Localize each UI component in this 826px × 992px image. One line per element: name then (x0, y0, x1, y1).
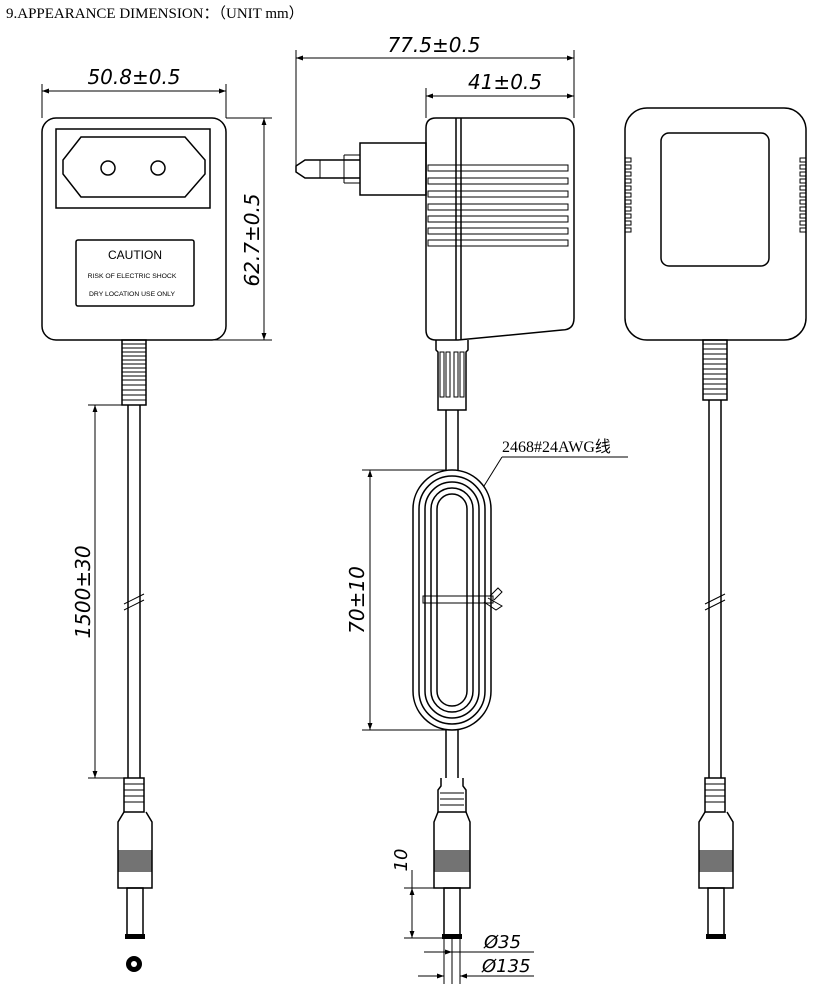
socket-frame (55, 128, 211, 209)
side-view-body (425, 117, 575, 341)
plug-prong-pin (295, 159, 360, 179)
caution-heading: CAUTION (108, 248, 162, 262)
dim-width: 50.8±0.5 (87, 65, 180, 89)
dim-outer-diameter: Ø135 (481, 956, 531, 977)
back-view-label-area (660, 132, 770, 267)
back-view (624, 107, 807, 939)
side-view: 77.5±0.5 41±0.5 2468#24AWG线 70±10 10 Ø35… (295, 33, 628, 984)
side-ribs-left (624, 157, 632, 233)
caution-label-box (75, 239, 195, 307)
dim-cable-length: 1500±30 (71, 545, 95, 638)
dim-inner-diameter: Ø35 (483, 932, 521, 953)
dim-coil-length: 70±10 (345, 566, 369, 634)
socket-hole-right (150, 160, 166, 176)
caution-line-2: DRY LOCATION USE ONLY (89, 291, 175, 298)
dc-plug-barrel-side (443, 887, 461, 939)
back-view-body (624, 107, 807, 341)
euro-socket-outline (62, 136, 206, 198)
dim-total-depth: 77.5±0.5 (387, 33, 480, 57)
strain-relief-back (702, 339, 728, 401)
side-ribs-right (799, 157, 807, 233)
coiled-cable (412, 469, 492, 731)
grip-texture-side (434, 850, 470, 872)
plug-prong-base (359, 142, 427, 196)
front-view: CAUTION RISK OF ELECTRIC SHOCK DRY LOCAT… (41, 65, 272, 972)
dc-plug-barrel-back (707, 887, 725, 939)
caution-line-1: RISK OF ELECTRIC SHOCK (88, 273, 177, 280)
socket-hole-left (100, 160, 116, 176)
dc-plug-barrel-front (126, 887, 144, 939)
dc-plug-collar-back (704, 777, 726, 813)
grip-texture-front (118, 850, 152, 872)
page-title: 9.APPEARANCE DIMENSION：（UNIT mm） (6, 6, 304, 22)
dim-body-depth: 41±0.5 (468, 70, 542, 94)
cable-spec-label: 2468#24AWG线 (502, 438, 611, 456)
vent-slots (427, 164, 569, 247)
dim-plug-length: 10 (391, 849, 412, 872)
dc-plug-collar-front (123, 777, 145, 813)
cable-tie (422, 595, 494, 604)
dim-height: 62.7±0.5 (240, 193, 264, 286)
grip-texture-back (699, 850, 733, 872)
